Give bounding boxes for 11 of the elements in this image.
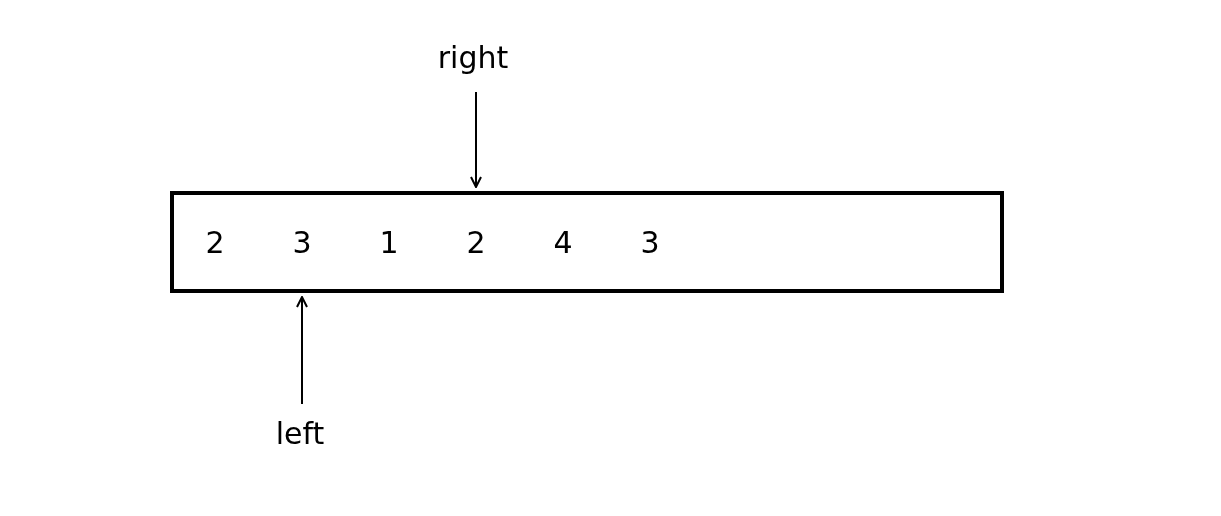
array-value: 4 — [533, 195, 593, 289]
array-box — [170, 191, 1004, 293]
array-value: 3 — [272, 195, 332, 289]
array-value: 2 — [185, 195, 245, 289]
pointer-arrow — [470, 91, 482, 188]
array-value: 2 — [446, 195, 506, 289]
pointer-label: left — [260, 416, 340, 456]
pointer-label: right — [423, 40, 523, 80]
pointer-arrow — [296, 296, 308, 405]
array-value: 3 — [620, 195, 680, 289]
array-value: 1 — [359, 195, 419, 289]
